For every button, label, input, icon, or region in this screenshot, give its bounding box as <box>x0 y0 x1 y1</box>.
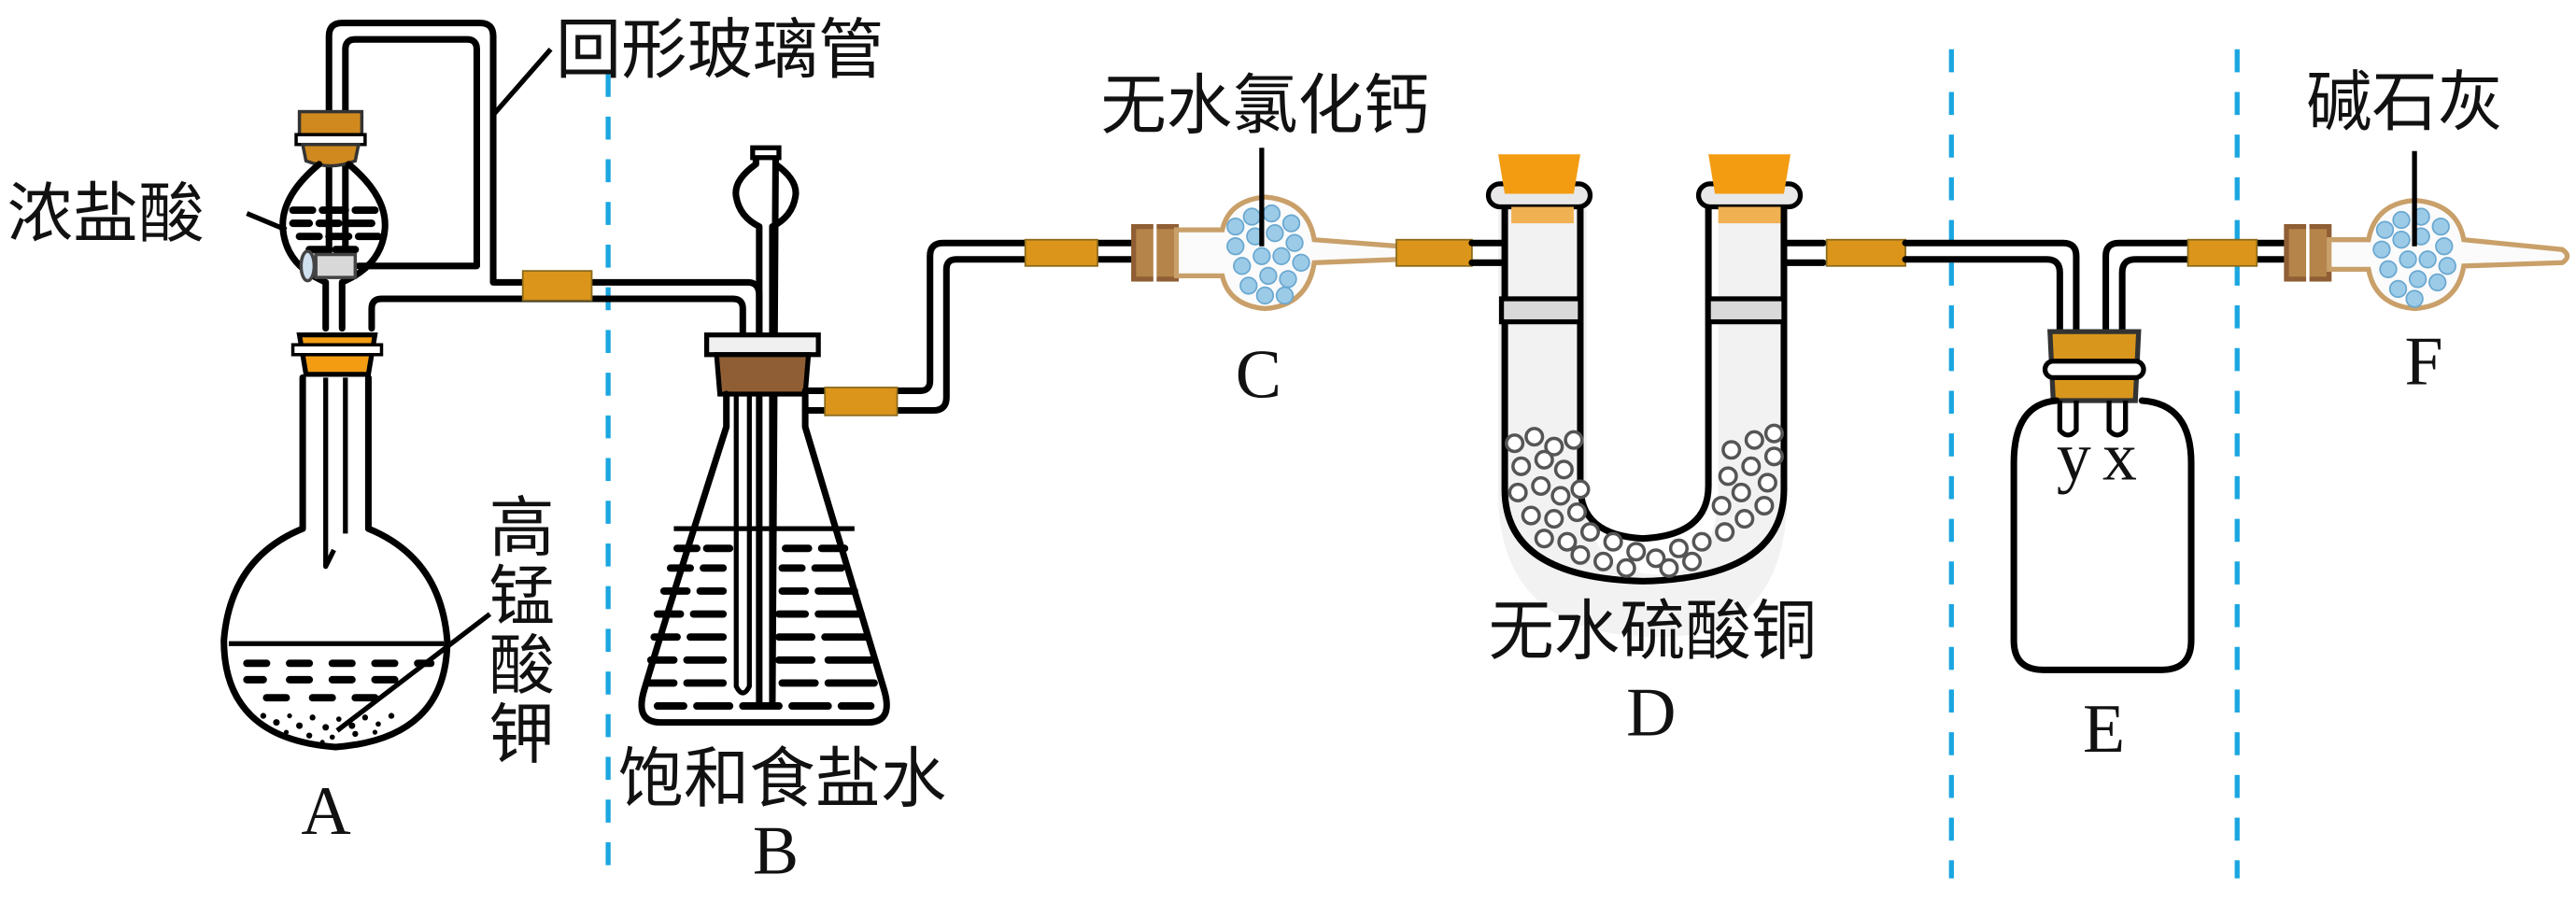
label-anhydrous-cacl2: 无水氯化钙 <box>1101 67 1430 144</box>
rubber-hose-connector <box>521 270 593 302</box>
kmno4-pointer <box>335 612 492 733</box>
apparatus-b <box>638 145 1138 727</box>
rubber-hose-connector <box>2187 238 2258 267</box>
flask-b-stopper-collar <box>703 332 821 358</box>
loop-tube-pointer <box>491 48 553 117</box>
rubber-hose-connector <box>1024 238 1098 267</box>
stopcock-icon <box>314 252 358 279</box>
label-c: C <box>1236 335 1281 412</box>
label-f: F <box>2405 322 2443 399</box>
drying-tube-c <box>1131 148 1473 312</box>
rubber-hose-connector <box>1825 238 1906 267</box>
round-bottom-flask <box>220 374 451 751</box>
label-port-x: x <box>2102 417 2137 494</box>
label-loop-tube: 回形玻璃管 <box>556 11 885 88</box>
stopcock-handle <box>299 249 317 283</box>
u-tube-right-stopper <box>1708 154 1791 194</box>
label-b: B <box>753 811 799 888</box>
label-e: E <box>2083 690 2125 767</box>
label-d: D <box>1626 674 1676 751</box>
section-dividers <box>605 49 2240 879</box>
separatory-funnel <box>279 109 389 332</box>
apparatus-a <box>220 20 763 751</box>
gas-washing-bottle-e <box>1902 238 2286 673</box>
u-tube-d <box>1468 154 1906 638</box>
conical-flask <box>638 390 890 727</box>
drying-tube-f <box>2284 150 2570 312</box>
kmno4-solid <box>260 713 395 745</box>
label-anhydrous-cuso4: 无水硫酸铜 <box>1488 593 1817 670</box>
loop-glass-tube <box>325 20 763 388</box>
label-soda-lime: 碱石灰 <box>2306 64 2503 141</box>
label-sat-nacl: 饱和食盐水 <box>618 741 947 817</box>
rubber-hose-connector <box>824 387 899 416</box>
soda-lime-beads <box>2372 207 2456 308</box>
safety-bulb <box>732 150 800 710</box>
rubber-hose-connector <box>1395 238 1473 267</box>
label-port-y: y <box>2057 417 2091 494</box>
label-kmno4: 高锰酸钾 <box>478 492 555 768</box>
label-conc-hcl: 浓盐酸 <box>7 176 205 252</box>
cacl2-beads <box>1226 204 1310 305</box>
label-a: A <box>301 772 350 849</box>
u-tube-left-stopper <box>1498 154 1580 194</box>
hcl-pointer <box>246 211 288 233</box>
flask-b-liquid <box>644 544 878 710</box>
cuso4-beads <box>1505 423 1784 578</box>
flask-a-liquid <box>243 659 435 702</box>
flask-b-stopper <box>714 352 812 397</box>
